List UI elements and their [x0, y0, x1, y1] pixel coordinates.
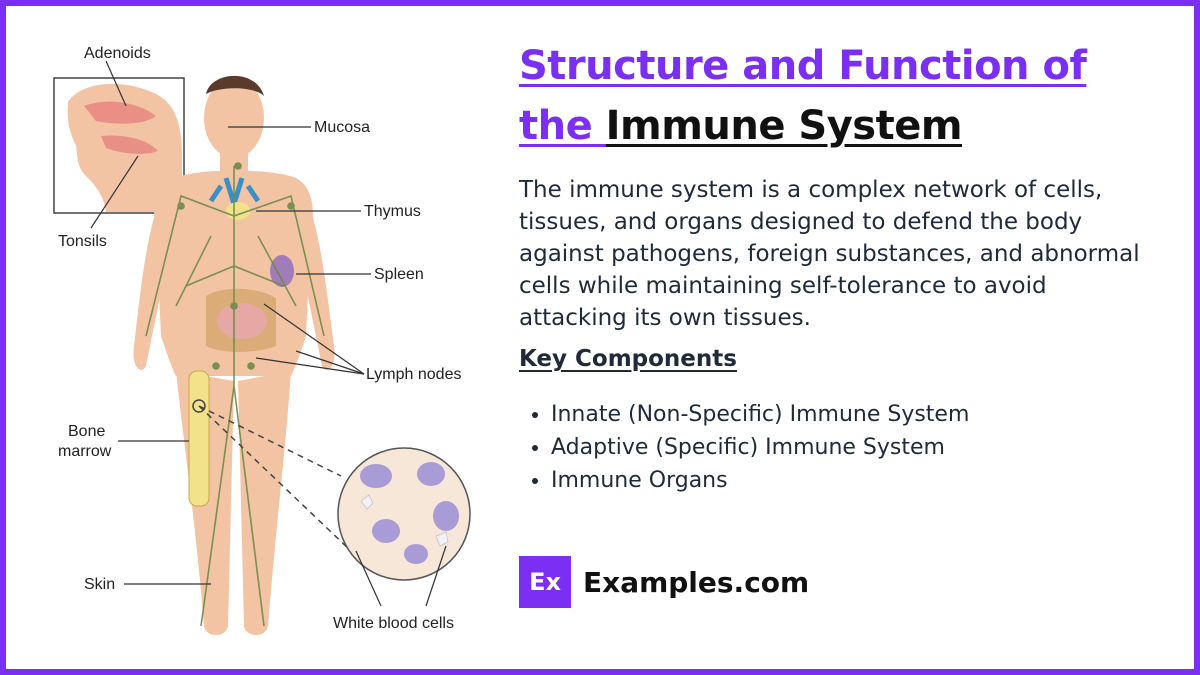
- label-white-blood-cells: White blood cells: [333, 615, 454, 632]
- list-item: Immune Organs: [551, 464, 1159, 497]
- title-line-1: Structure and Function of: [519, 43, 1087, 89]
- label-tonsils: Tonsils: [58, 233, 107, 250]
- title-line-2-highlight: the: [519, 103, 606, 149]
- label-adenoids: Adenoids: [84, 45, 151, 62]
- label-lymph-nodes: Lymph nodes: [366, 366, 461, 383]
- label-thymus: Thymus: [364, 203, 421, 220]
- label-bone: Bone: [68, 423, 105, 440]
- immune-system-diagram: Adenoids Tonsils Mucosa Thymus Spleen Ly…: [6, 6, 526, 669]
- brand-name: Examples.com: [583, 565, 810, 599]
- key-components-list: Innate (Non-Specific) Immune System Adap…: [519, 398, 1159, 497]
- label-mucosa: Mucosa: [314, 119, 370, 136]
- content-panel: Structure and Function of the Immune Sys…: [519, 36, 1159, 497]
- white-blood-cells-magnified: [192, 399, 471, 581]
- description-paragraph: The immune system is a complex network o…: [519, 177, 1140, 331]
- label-marrow: marrow: [58, 443, 112, 460]
- page-title: Structure and Function of the Immune Sys…: [519, 36, 1159, 156]
- list-item: Innate (Non-Specific) Immune System: [551, 398, 1159, 431]
- title-line-2-dark: Immune System: [605, 103, 963, 149]
- leader-lines: [90, 60, 447, 607]
- logo-mark: Ex: [519, 556, 571, 608]
- label-spleen: Spleen: [374, 266, 424, 283]
- slide-frame: Adenoids Tonsils Mucosa Thymus Spleen Ly…: [6, 6, 1194, 669]
- key-components-heading: Key Components: [519, 346, 737, 372]
- label-skin: Skin: [84, 576, 115, 593]
- lymph-vessels: [145, 162, 325, 627]
- face-inset: [53, 77, 185, 214]
- brand-logo[interactable]: Ex Examples.com: [519, 556, 809, 608]
- list-item: Adaptive (Specific) Immune System: [551, 431, 1159, 464]
